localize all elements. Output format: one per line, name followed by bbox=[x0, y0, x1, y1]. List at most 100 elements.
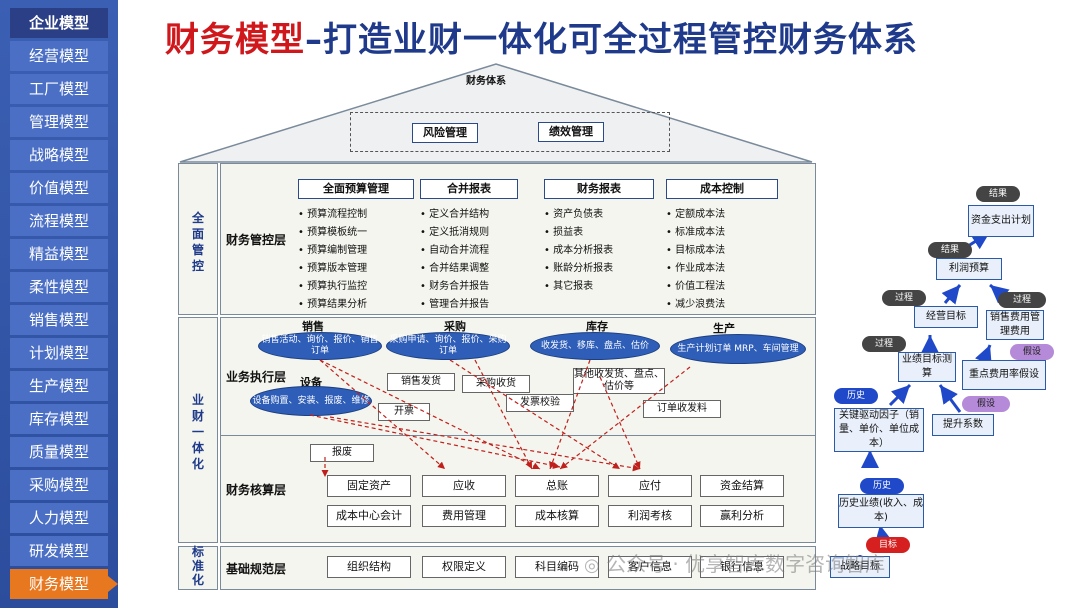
mgmt-item-label: 账龄分析报表 bbox=[553, 263, 614, 274]
sidebar-item[interactable]: 工厂模型 bbox=[10, 74, 108, 104]
section-std-label: 标 准 化 bbox=[191, 545, 204, 587]
acct-cell: 成本中心会计 bbox=[327, 505, 411, 527]
sidebar-item[interactable]: 人力模型 bbox=[10, 503, 108, 533]
sidebar-item[interactable]: 销售模型 bbox=[10, 305, 108, 335]
bullet-icon: • bbox=[298, 281, 308, 292]
sidebar-item[interactable]: 经营模型 bbox=[10, 41, 108, 71]
mgmt-item: • 预算结果分析 bbox=[298, 295, 367, 310]
sidebar-item[interactable]: 流程模型 bbox=[10, 206, 108, 236]
equipment-ellipse: 设备购置、安装、报废、维修 bbox=[250, 386, 372, 416]
section-std bbox=[178, 546, 218, 590]
roof-shape bbox=[179, 63, 813, 163]
sidebar-item[interactable]: 企业模型 bbox=[10, 8, 108, 38]
sidebar-item[interactable]: 计划模型 bbox=[10, 338, 108, 368]
mgmt-item-label: 作业成本法 bbox=[675, 263, 726, 274]
acct-cell: 赢利分析 bbox=[700, 505, 784, 527]
mgmt-item-label: 预算流程控制 bbox=[307, 209, 368, 220]
group-title-sales: 销售 bbox=[302, 320, 324, 333]
perf-target-box: 业绩目标测算 bbox=[898, 352, 956, 382]
mgmt-item-label: 定义合并结构 bbox=[429, 209, 490, 220]
mgmt-item-label: 定额成本法 bbox=[675, 209, 726, 220]
sidebar-item[interactable]: 采购模型 bbox=[10, 470, 108, 500]
sidebar-item[interactable]: 精益模型 bbox=[10, 239, 108, 269]
sidebar-item[interactable]: 库存模型 bbox=[10, 404, 108, 434]
mgmt-item-label: 自动合并流程 bbox=[429, 245, 490, 256]
biz-divider bbox=[220, 435, 816, 436]
bullet-icon: • bbox=[298, 263, 308, 274]
mgmt-item: • 预算流程控制 bbox=[298, 205, 367, 220]
acct-cell: 应付 bbox=[608, 475, 692, 497]
bullet-icon: • bbox=[666, 227, 676, 238]
sidebar: 企业模型经营模型工厂模型管理模型战略模型价值模型流程模型精益模型柔性模型销售模型… bbox=[0, 0, 118, 608]
bullet-icon: • bbox=[544, 263, 554, 274]
sidebar-item[interactable]: 研发模型 bbox=[10, 536, 108, 566]
exec-layer-label: 业务执行层 bbox=[226, 370, 287, 384]
sidebar-item[interactable]: 质量模型 bbox=[10, 437, 108, 467]
bullet-icon: • bbox=[420, 263, 430, 274]
mgmt-item-label: 合并结果调整 bbox=[429, 263, 490, 274]
base-cell: 科目编码 bbox=[515, 556, 599, 578]
mgmt-item-label: 资产负债表 bbox=[553, 209, 604, 220]
mgmt-item: • 定义抵消规则 bbox=[420, 223, 489, 238]
bullet-icon: • bbox=[666, 209, 676, 220]
pill-process-1: 过程 bbox=[882, 290, 926, 306]
mgmt-item: • 账龄分析报表 bbox=[544, 259, 613, 274]
tag-order-material: 订单收发料 bbox=[643, 400, 721, 418]
acct-cell: 成本核算 bbox=[515, 505, 599, 527]
bullet-icon: • bbox=[298, 299, 308, 310]
group-title-production: 生产 bbox=[713, 322, 735, 335]
mgmt-column-header: 财务报表 bbox=[544, 179, 654, 199]
mgmt-item: • 标准成本法 bbox=[666, 223, 725, 238]
mgmt-item: • 资产负债表 bbox=[544, 205, 603, 220]
tag-sales-ship: 销售发货 bbox=[387, 373, 455, 391]
section-full-ctrl bbox=[178, 163, 218, 315]
page-title: 财务模型–打造业财一体化可全过程管控财务体系 bbox=[165, 12, 918, 61]
key-driver-box: 关键驱动因子（销量、单价、单位成本） bbox=[834, 408, 924, 452]
mgmt-item-label: 目标成本法 bbox=[675, 245, 726, 256]
sidebar-item[interactable]: 战略模型 bbox=[10, 140, 108, 170]
bullet-icon: • bbox=[420, 209, 430, 220]
mgmt-item: • 合并结果调整 bbox=[420, 259, 489, 274]
sidebar-item[interactable]: 价值模型 bbox=[10, 173, 108, 203]
watermark-text: 公众号 · 优享智库数字咨询智库 bbox=[606, 552, 886, 576]
acct-cell: 资金结算 bbox=[700, 475, 784, 497]
sidebar-item[interactable]: 生产模型 bbox=[10, 371, 108, 401]
fund-plan-box: 资金支出计划 bbox=[968, 205, 1034, 237]
bullet-icon: • bbox=[420, 299, 430, 310]
pill-assume-1: 假设 bbox=[1010, 344, 1054, 360]
pill-result-1: 结果 bbox=[976, 186, 1020, 202]
sidebar-item[interactable]: 管理模型 bbox=[10, 107, 108, 137]
bullet-icon: • bbox=[420, 227, 430, 238]
bullet-icon: • bbox=[298, 245, 308, 256]
pill-result-2: 结果 bbox=[928, 242, 972, 258]
pill-target: 目标 bbox=[866, 537, 910, 553]
base-cell: 权限定义 bbox=[422, 556, 506, 578]
pill-assume-2: 假设 bbox=[962, 396, 1010, 412]
mgmt-item: • 预算版本管理 bbox=[298, 259, 367, 274]
mgmt-item: • 定义合并结构 bbox=[420, 205, 489, 220]
bullet-icon: • bbox=[666, 245, 676, 256]
acct-layer-label: 财务核算层 bbox=[226, 483, 287, 497]
mgmt-column-header: 全面预算管理 bbox=[298, 179, 414, 199]
mgmt-item: • 财务合并报告 bbox=[420, 277, 489, 292]
sidebar-item[interactable]: 财务模型 bbox=[10, 569, 108, 599]
purchase-ellipse: 采购申请、询价、报价、采购订单 bbox=[386, 332, 510, 360]
bullet-icon: • bbox=[666, 299, 676, 310]
bullet-icon: • bbox=[544, 227, 554, 238]
mgmt-item: • 减少浪费法 bbox=[666, 295, 725, 310]
mgmt-item: • 定额成本法 bbox=[666, 205, 725, 220]
profit-budget-box: 利润预算 bbox=[936, 258, 1002, 280]
sidebar-item[interactable]: 柔性模型 bbox=[10, 272, 108, 302]
strategy-box: 战略目标 bbox=[830, 556, 890, 578]
section-biz bbox=[178, 317, 218, 543]
mgmt-item: • 预算编制管理 bbox=[298, 241, 367, 256]
pill-history-1: 历史 bbox=[834, 388, 878, 404]
mgmt-item-label: 其它报表 bbox=[553, 281, 594, 292]
mgmt-layer-label: 财务管控层 bbox=[226, 233, 287, 247]
base-cell: 组织结构 bbox=[327, 556, 411, 578]
mgmt-item: • 损益表 bbox=[544, 223, 583, 238]
title-highlight: 财务模型 bbox=[165, 20, 305, 60]
mgmt-item-label: 标准成本法 bbox=[675, 227, 726, 238]
tag-purchase-receive: 采购收货 bbox=[462, 375, 530, 393]
mgmt-item: • 作业成本法 bbox=[666, 259, 725, 274]
